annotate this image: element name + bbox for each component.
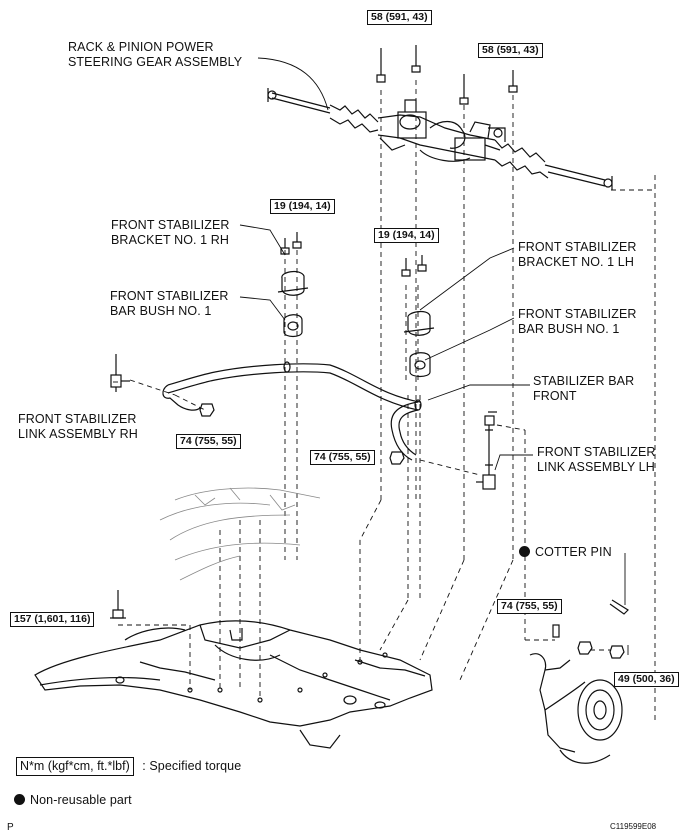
lower-arm-background	[159, 487, 321, 581]
label-bush-rh: FRONT STABILIZER BAR BUSH NO. 1	[110, 289, 229, 318]
torque-link-rh: 74 (755, 55)	[176, 434, 241, 449]
stabilizer-link-lh	[476, 411, 497, 490]
cotter-pin-part	[609, 599, 629, 615]
nonreusable-dot-icon	[519, 546, 530, 557]
footer-right: C119599E08	[610, 822, 657, 831]
label-link-rh: FRONT STABILIZER LINK ASSEMBLY RH	[18, 412, 138, 441]
link-nuts	[199, 403, 405, 465]
torque-castle-nut: 49 (500, 36)	[614, 672, 679, 687]
label-bracket-lh: FRONT STABILIZER BRACKET NO. 1 LH	[518, 240, 637, 269]
torque-bracket-lh: 19 (194, 14)	[374, 228, 439, 243]
bush-lh	[409, 352, 431, 378]
knuckle-nuts	[577, 641, 625, 659]
bracket-rh	[277, 270, 309, 296]
label-stabilizer-bar: STABILIZER BAR FRONT	[533, 374, 635, 403]
rack-bolts	[376, 45, 518, 105]
legend-nonreusable: Non-reusable part	[14, 793, 132, 808]
legend-torque-box: N*m (kgf*cm, ft.*lbf)	[16, 757, 134, 776]
footer-left: P	[7, 822, 14, 833]
legend-torque: N*m (kgf*cm, ft.*lbf) : Specified torque	[16, 757, 241, 776]
torque-bracket-rh: 19 (194, 14)	[270, 199, 335, 214]
bush-rh	[283, 314, 303, 338]
torque-link-lh: 74 (755, 55)	[310, 450, 375, 465]
torque-crossmember-bolt: 157 (1,601, 116)	[10, 612, 95, 627]
assembly-guide-lines	[118, 80, 656, 720]
torque-knuckle-nut: 74 (755, 55)	[497, 599, 562, 614]
label-cotter-pin: COTTER PIN	[519, 545, 612, 560]
label-link-lh: FRONT STABILIZER LINK ASSEMBLY LH	[537, 445, 656, 474]
bracket-bolts	[280, 232, 427, 277]
steering-gear-assembly	[267, 88, 613, 190]
steering-knuckle	[529, 624, 623, 764]
crossmember-bolt	[110, 590, 126, 619]
nonreusable-legend-dot-icon	[14, 794, 25, 805]
label-rack-pinion: RACK & PINION POWER STEERING GEAR ASSEMB…	[68, 40, 243, 69]
bracket-lh	[403, 310, 435, 336]
torque-rack-left: 58 (591, 43)	[367, 10, 432, 25]
leader-lines	[113, 57, 629, 655]
legend-torque-text: : Specified torque	[142, 759, 242, 773]
stabilizer-bar	[162, 361, 422, 461]
label-bracket-rh: FRONT STABILIZER BRACKET NO. 1 RH	[111, 218, 230, 247]
torque-rack-right: 58 (591, 43)	[478, 43, 543, 58]
front-crossmember	[34, 620, 433, 749]
label-bush-lh: FRONT STABILIZER BAR BUSH NO. 1	[518, 307, 637, 336]
stabilizer-link-rh	[110, 354, 130, 392]
